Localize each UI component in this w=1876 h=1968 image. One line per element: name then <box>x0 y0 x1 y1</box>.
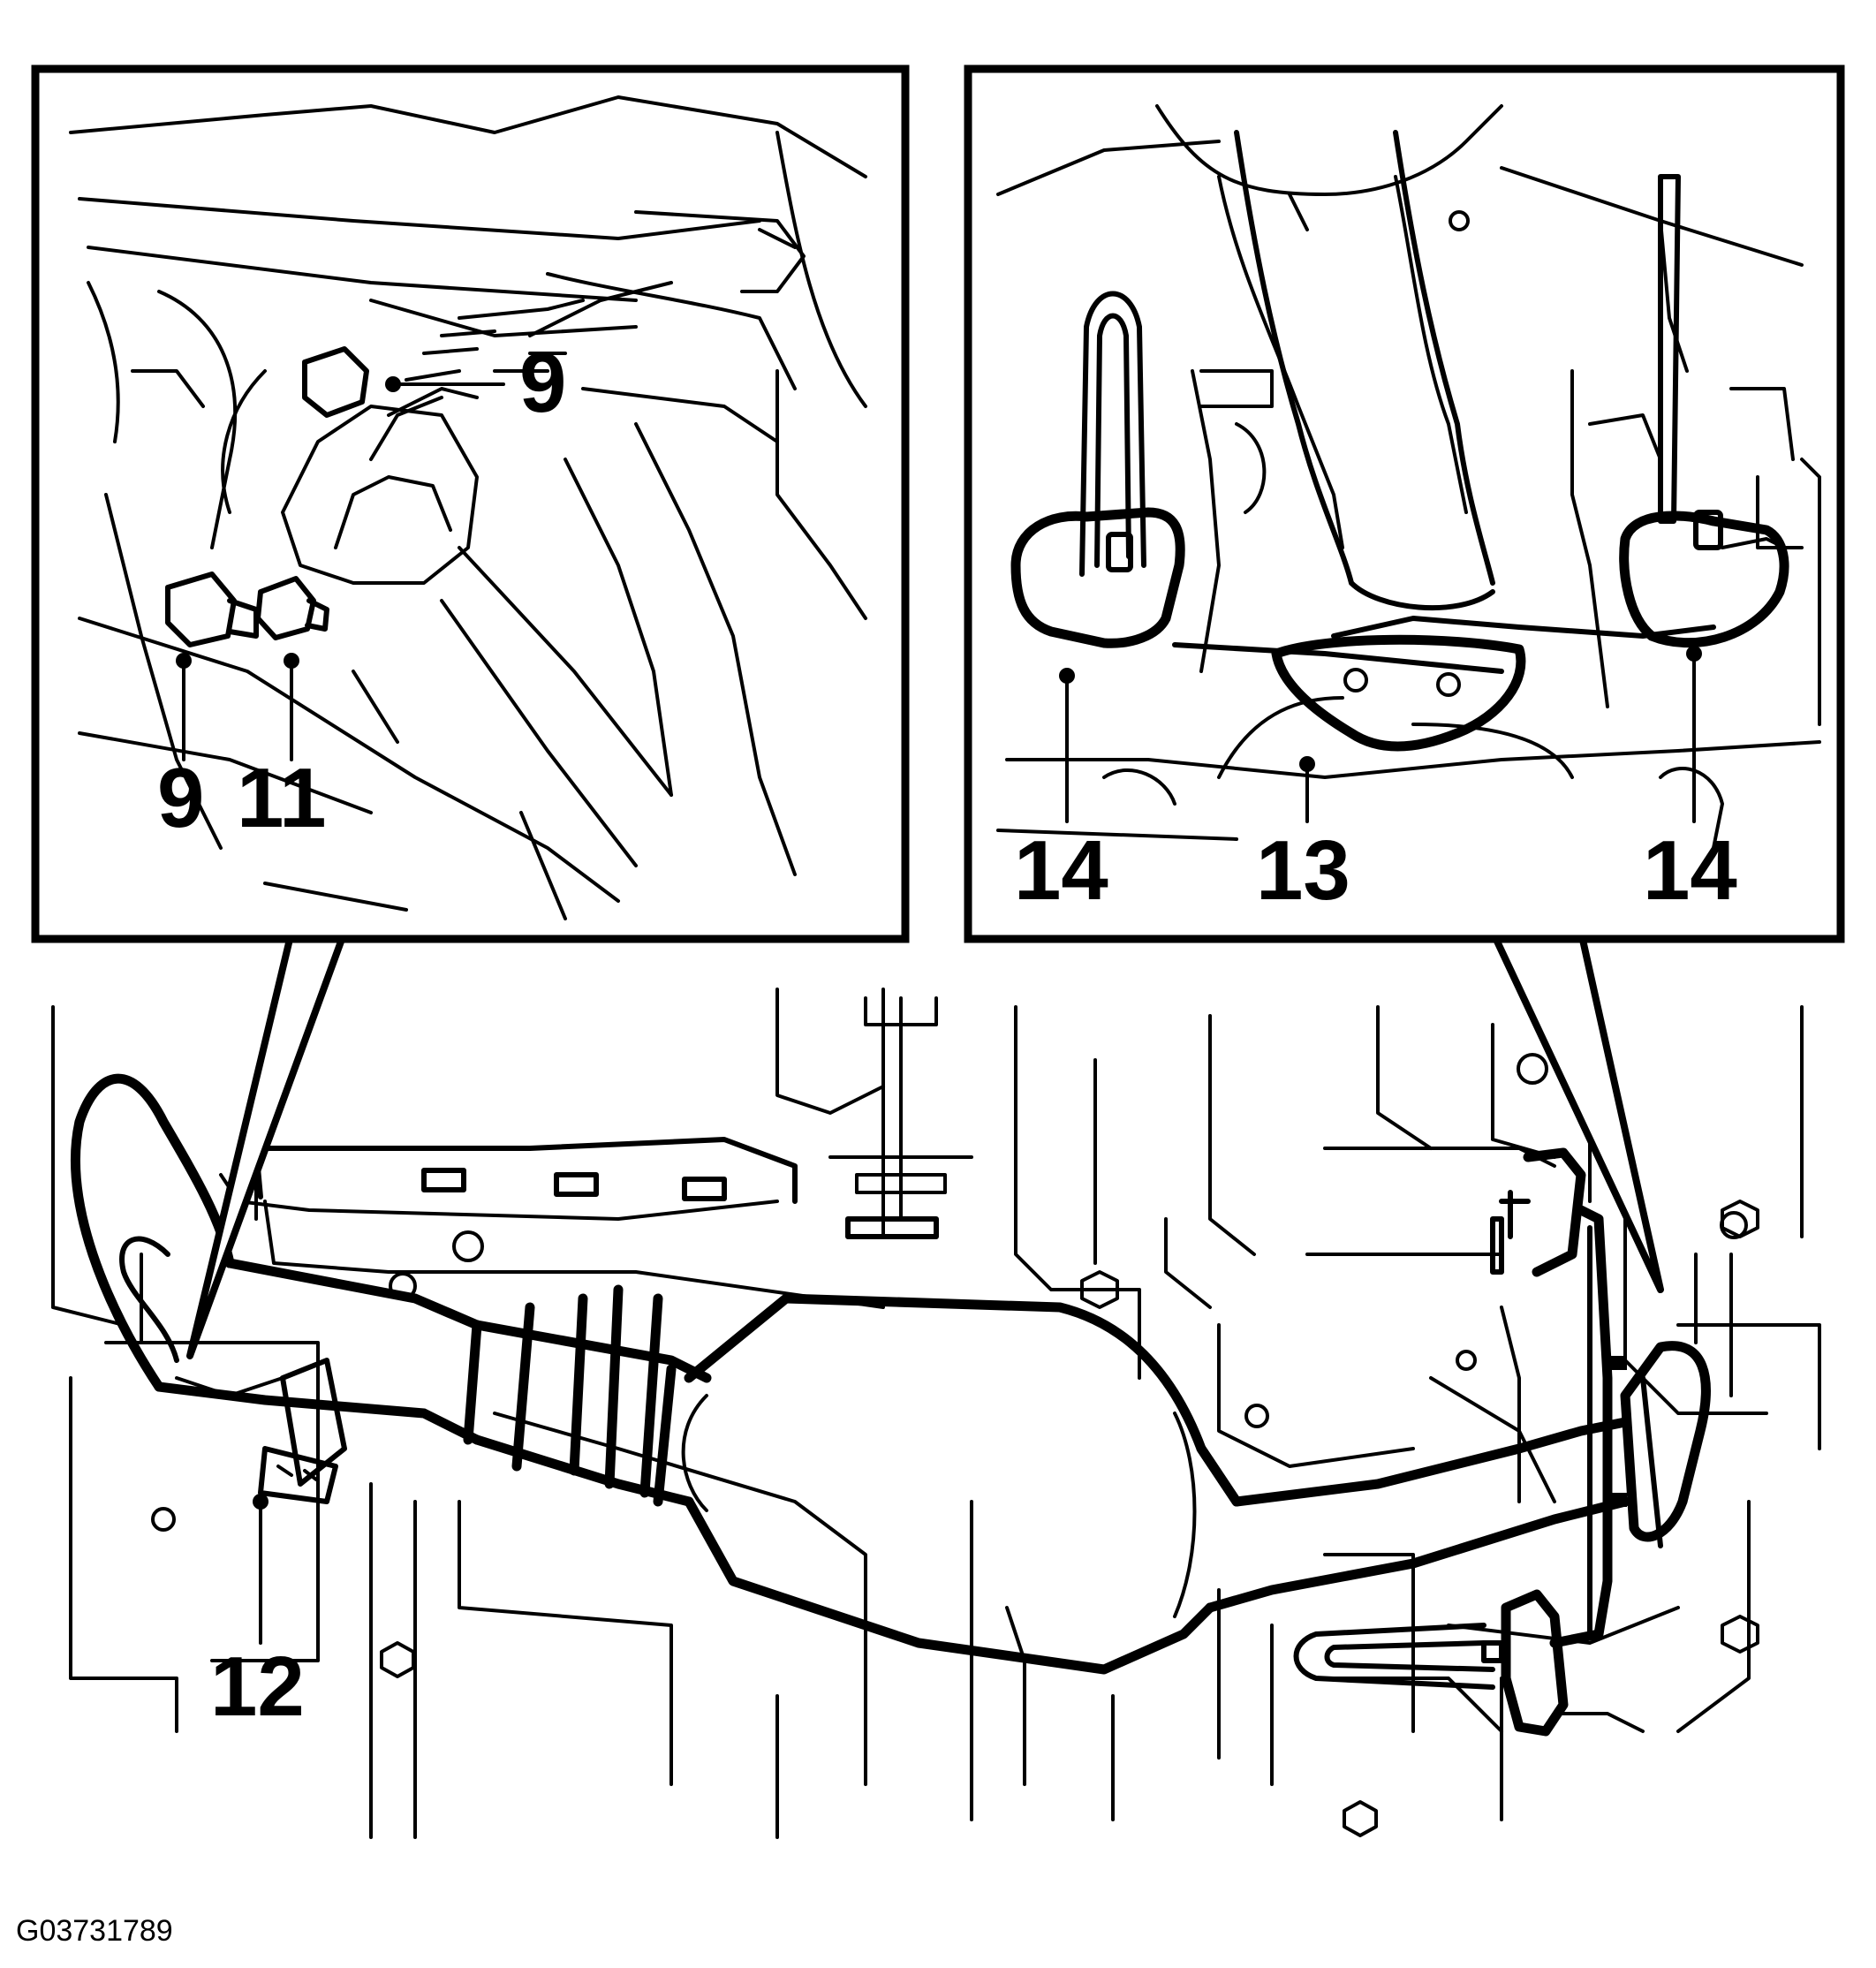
exhaust-flange <box>1271 634 1526 752</box>
right-inset: 14 13 14 <box>964 64 1845 943</box>
left-inset-drawing <box>69 95 867 920</box>
left-inset: 9 9 11 <box>31 64 910 943</box>
inset-pointers <box>186 928 1664 1359</box>
heat-shield-bracket <box>1490 1147 1613 1648</box>
front-exhaust-pipe <box>71 1073 482 1504</box>
callout-12: 12 <box>210 1639 305 1734</box>
intake-manifold <box>253 1137 939 1239</box>
callout-14-left: 14 <box>1014 823 1108 918</box>
exhaust-hanger-lower <box>1293 1589 1645 1737</box>
flex-joint <box>463 1284 712 1507</box>
callout-14-right: 14 <box>1643 823 1737 918</box>
callout-9-top: 9 <box>519 336 566 430</box>
callout-12-leader <box>253 1494 269 1645</box>
left-inset-leaders <box>176 376 505 761</box>
flange-bolts <box>1343 668 1461 697</box>
catalytic-converter <box>681 1293 1242 1675</box>
exhaust-hanger-left <box>1010 291 1185 648</box>
right-inset-leaders <box>1059 646 1702 823</box>
figure-id: G03731789 <box>16 1914 173 1948</box>
rear-exhaust-pipe <box>1196 1341 1711 1613</box>
right-inset-drawing <box>996 104 1821 850</box>
right-inset-pipe <box>1172 130 1716 674</box>
callout-13: 13 <box>1256 823 1350 918</box>
callout-11: 11 <box>237 751 326 845</box>
callout-9-bottom: 9 <box>157 751 204 845</box>
left-inset-nuts <box>165 346 369 647</box>
exhaust-hanger-right <box>1619 174 1789 648</box>
main-view <box>51 988 1821 1839</box>
